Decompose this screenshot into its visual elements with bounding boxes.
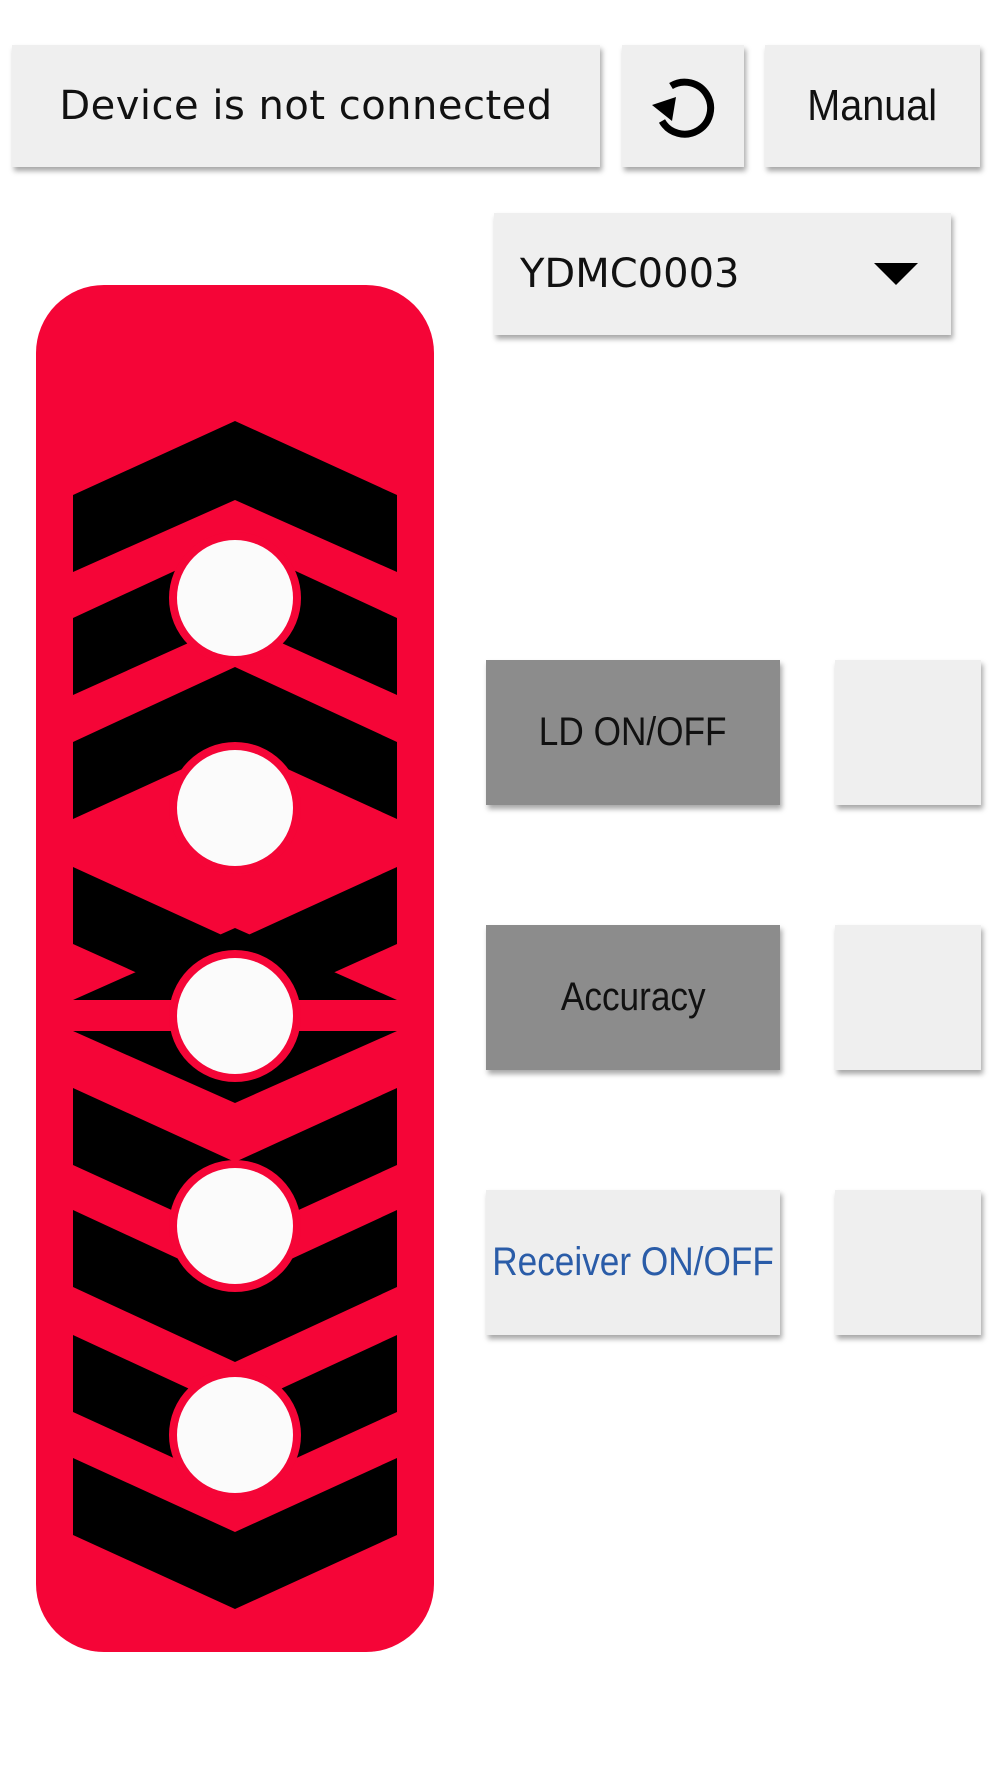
connection-status-text: Device is not connected: [59, 83, 553, 129]
joystick-panel: [36, 285, 434, 1652]
receiver-toggle-button[interactable]: Receiver ON/OFF: [486, 1190, 780, 1335]
accuracy-button[interactable]: Accuracy: [486, 925, 780, 1070]
refresh-icon: [652, 78, 715, 138]
manual-button[interactable]: Manual: [765, 45, 980, 167]
joystick-button-up-fast[interactable]: [169, 532, 301, 664]
chevron-up-band-1: [73, 421, 397, 572]
device-select[interactable]: YDMC0003: [494, 213, 951, 335]
ld-status-indicator: [835, 660, 981, 805]
receiver-status-indicator: [835, 1190, 981, 1335]
ld-toggle-label: LD ON/OFF: [539, 710, 727, 754]
joystick-button-up[interactable]: [169, 742, 301, 874]
accuracy-status-indicator: [835, 925, 981, 1070]
manual-label: Manual: [807, 81, 938, 130]
connection-status-button[interactable]: Device is not connected: [12, 45, 600, 167]
accuracy-label: Accuracy: [560, 975, 706, 1019]
joystick-button-down[interactable]: [169, 1160, 301, 1292]
receiver-toggle-label: Receiver ON/OFF: [492, 1240, 774, 1284]
chevron-down-band-5: [73, 1458, 397, 1609]
device-select-value: YDMC0003: [520, 251, 740, 297]
chevron-down-icon: [874, 263, 918, 285]
refresh-button[interactable]: [622, 45, 744, 167]
ld-toggle-button[interactable]: LD ON/OFF: [486, 660, 780, 805]
joystick-button-stop[interactable]: [169, 950, 301, 1082]
joystick-button-down-fast[interactable]: [169, 1369, 301, 1501]
